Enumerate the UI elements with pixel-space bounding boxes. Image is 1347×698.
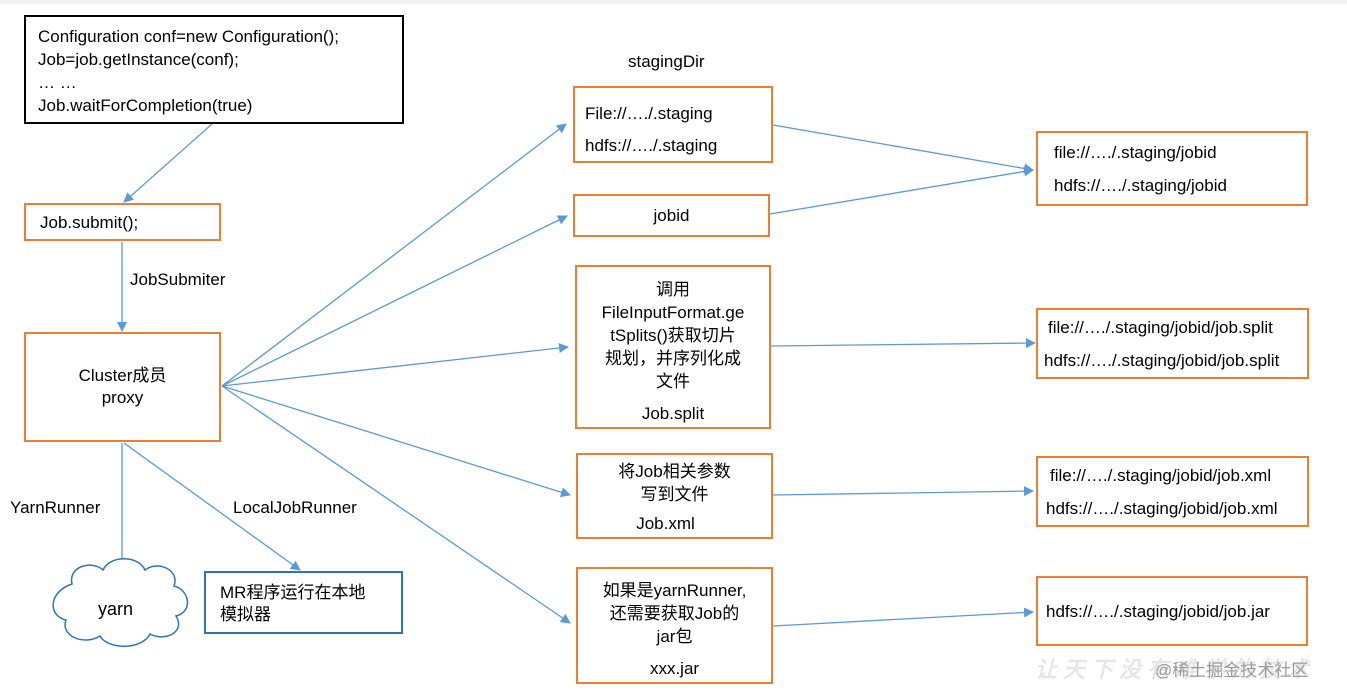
path-line: hdfs://…./.staging/jobid/job.xml bbox=[1046, 498, 1278, 518]
arrow-jar-to-paths bbox=[772, 607, 1034, 627]
split-desc-line: 调用 bbox=[656, 280, 690, 299]
xml-file-name: Job.xml bbox=[636, 514, 695, 533]
arrow-cluster-to-staging bbox=[221, 123, 567, 387]
arrow-xml-to-paths bbox=[772, 486, 1034, 497]
local-simulator-box: MR程序运行在本地 模拟器 bbox=[204, 571, 403, 634]
yarn-cloud-shape bbox=[52, 558, 189, 647]
jar-paths-box: hdfs://…./.staging/jobid/job.jar bbox=[1036, 576, 1308, 646]
job-submit-text: Job.submit(); bbox=[40, 213, 139, 232]
top-divider bbox=[0, 0, 1347, 4]
xml-paths-box: file://…./.staging/jobid/job.xml hdfs://… bbox=[1036, 456, 1309, 527]
split-desc-line: tSplits()获取切片 bbox=[610, 326, 736, 345]
job-split-box: 调用 FileInputFormat.ge tSplits()获取切片 规划，并… bbox=[575, 265, 771, 429]
split-paths-box: file://…./.staging/jobid/job.split hdfs:… bbox=[1036, 308, 1309, 379]
yarn-cloud-label: yarn bbox=[98, 599, 134, 619]
arrow-cluster-to-local bbox=[123, 442, 301, 571]
jobid-box: jobid bbox=[573, 194, 770, 237]
job-xml-box: 将Job相关参数 写到文件 Job.xml bbox=[576, 453, 773, 539]
split-desc-line: FileInputFormat.ge bbox=[601, 303, 745, 322]
split-desc-line: 文件 bbox=[656, 372, 690, 391]
arrow-staging-to-paths bbox=[772, 124, 1034, 174]
proxy-text: proxy bbox=[101, 388, 144, 407]
cluster-proxy-box: Cluster成员 proxy bbox=[24, 332, 221, 442]
job-jar-box: 如果是yarnRunner, 还需要获取Job的 jar包 xxx.jar bbox=[576, 567, 773, 684]
code-box: Configuration conf=new Configuration(); … bbox=[24, 15, 404, 124]
local-line: 模拟器 bbox=[220, 605, 271, 624]
jobid-text: jobid bbox=[653, 205, 690, 225]
path-line: hdfs://…./.staging/jobid/job.jar bbox=[1046, 601, 1270, 621]
code-line: Job=job.getInstance(conf); bbox=[38, 50, 239, 69]
arrow-split-to-paths bbox=[770, 338, 1036, 349]
staging-line: File://…./.staging bbox=[585, 104, 713, 123]
source-credit: @稀土掘金技术社区 bbox=[1155, 661, 1309, 680]
jar-file-name: xxx.jar bbox=[649, 659, 700, 678]
code-line: … … bbox=[38, 73, 77, 92]
xml-desc-line: 写到文件 bbox=[640, 485, 709, 504]
label-staging-dir: stagingDir bbox=[628, 52, 705, 71]
path-line: hdfs://…./.staging/jobid/job.split bbox=[1044, 350, 1280, 370]
local-line: MR程序运行在本地 bbox=[220, 583, 366, 602]
arrow-jobid-to-paths bbox=[769, 166, 1034, 215]
jar-desc-line: 还需要获取Job的 bbox=[609, 604, 740, 623]
arrow-cluster-to-split bbox=[221, 343, 569, 387]
arrow-cluster-to-xml bbox=[221, 385, 571, 498]
label-job-submiter: JobSubmiter bbox=[130, 270, 226, 289]
path-line: hdfs://…./.staging/jobid bbox=[1054, 175, 1227, 195]
job-submit-box: Job.submit(); bbox=[24, 203, 221, 241]
code-line: Configuration conf=new Configuration(); bbox=[38, 27, 339, 46]
label-yarn-runner: YarnRunner bbox=[10, 498, 101, 517]
cluster-text: Cluster成员 bbox=[78, 366, 167, 385]
jobid-paths-box: file://…./.staging/jobid hdfs://…./.stag… bbox=[1036, 131, 1308, 206]
xml-desc-line: 将Job相关参数 bbox=[618, 462, 731, 481]
path-line: file://…./.staging/jobid bbox=[1054, 142, 1217, 162]
path-line: file://…./.staging/jobid/job.split bbox=[1048, 317, 1273, 337]
label-local-job-runner: LocalJobRunner bbox=[233, 498, 357, 517]
split-file-name: Job.split bbox=[641, 404, 705, 423]
arrow-cluster-to-jar bbox=[221, 385, 571, 624]
watermark-text: 让天下没有难学的技术 bbox=[1035, 657, 1316, 682]
split-desc-line: 规划，并序列化成 bbox=[605, 349, 741, 368]
staging-dir-box: File://…./.staging hdfs://…./.staging bbox=[573, 86, 773, 163]
staging-line: hdfs://…./.staging bbox=[585, 136, 718, 155]
arrow-code-to-submit bbox=[123, 123, 213, 203]
path-line: file://…./.staging/jobid/job.xml bbox=[1050, 465, 1272, 485]
jar-desc-line: 如果是yarnRunner, bbox=[602, 581, 747, 600]
arrow-cluster-to-jobid bbox=[221, 215, 568, 387]
jar-desc-line: jar包 bbox=[656, 627, 693, 646]
code-line: Job.waitForCompletion(true) bbox=[38, 96, 253, 115]
